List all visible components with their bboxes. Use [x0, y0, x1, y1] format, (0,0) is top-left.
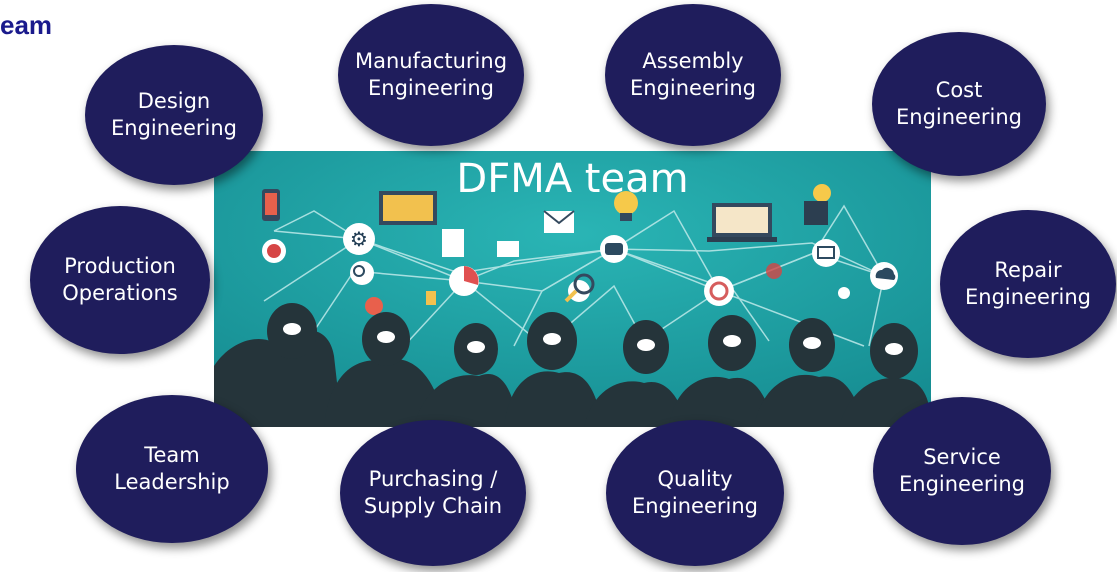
role-design-engineering: Design Engineering — [85, 45, 263, 185]
role-purchasing-supply-chain: Purchasing / Supply Chain — [340, 420, 526, 566]
dfma-team-image: ⚙ — [214, 151, 931, 427]
center-title: DFMA team — [456, 156, 689, 202]
slide-title: eam — [0, 10, 53, 40]
role-quality-engineering: Quality Engineering — [606, 420, 784, 566]
role-production-operations: Production Operations — [30, 206, 210, 354]
role-cost-engineering: Cost Engineering — [872, 32, 1046, 176]
svg-text:⚙: ⚙ — [350, 227, 368, 251]
role-manufacturing-engineering: Manufacturing Engineering — [338, 4, 524, 146]
role-repair-engineering: Repair Engineering — [940, 210, 1116, 358]
role-team-leadership: Team Leadership — [76, 395, 268, 543]
role-service-engineering: Service Engineering — [873, 397, 1051, 545]
role-assembly-engineering: Assembly Engineering — [605, 4, 781, 146]
